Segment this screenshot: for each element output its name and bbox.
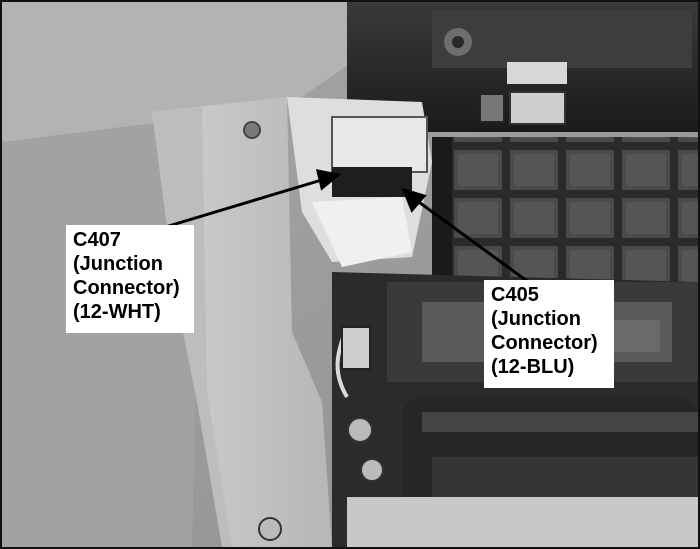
arrow-c407-head [316,169,342,191]
callout-c407-line-3: Connector) [73,277,180,299]
arrow-c407 [161,177,326,230]
callout-c407-line-4: (12-WHT) [73,301,161,323]
callout-c405-line-4: (12-BLU) [491,356,575,378]
callout-c405-line-1: C405 [491,284,539,306]
mounting-screw [243,121,261,139]
callout-label-c405: C405 (Junction Connector) (12-BLU) [484,280,614,388]
arrow-c405 [415,198,528,283]
callout-c405-line-2: (Junction [491,308,581,330]
callout-c407-line-2: (Junction [73,253,163,275]
callout-c407-line-1: C407 [73,229,121,251]
callout-label-c407: C407 (Junction Connector) (12-WHT) [66,225,194,333]
arrow-c405-head [401,187,427,213]
air-filter-housing [442,137,698,297]
connector [332,167,412,197]
callout-arrows [161,169,528,283]
callout-c405-line-3: Connector) [491,332,598,354]
